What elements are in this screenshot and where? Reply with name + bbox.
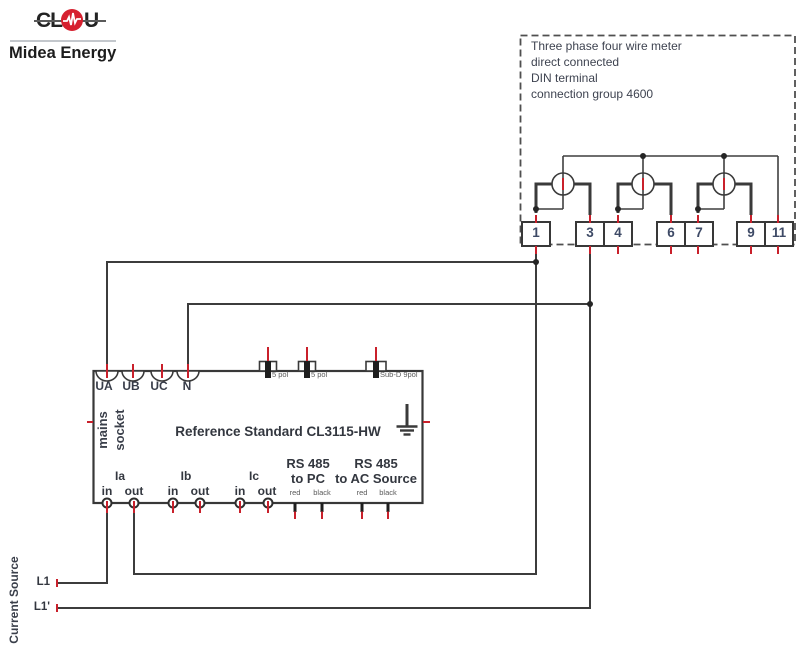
- connector-label-5pol-1: 5 pol: [272, 370, 289, 379]
- meter-terminal-7: 7: [695, 225, 703, 240]
- brand-name: Midea Energy: [9, 44, 117, 62]
- channel-ib-in: in: [167, 484, 179, 498]
- company-logo: CL U: [34, 8, 106, 36]
- reference-standard-title: Reference Standard CL3115-HW: [175, 424, 381, 439]
- voltage-terminal-uc: UC: [150, 379, 168, 393]
- current-source-label: Current Source: [7, 556, 21, 644]
- voltage-terminal-n: N: [182, 379, 192, 393]
- meter-terminal-6: 6: [667, 225, 675, 240]
- reference-standard-box: [92, 369, 424, 505]
- brand-separator: [10, 40, 116, 42]
- channel-ia-label: Ia: [114, 469, 125, 483]
- terminal-tick-marks: [56, 178, 779, 612]
- meter-description-line: direct connected: [531, 55, 620, 69]
- channel-ic-in: in: [234, 484, 246, 498]
- meter-terminal-1: 1: [532, 225, 540, 240]
- meter-terminal-9: 9: [747, 225, 755, 240]
- channel-ic-label: Ic: [248, 469, 259, 483]
- channel-ic-out: out: [257, 484, 277, 498]
- meter-terminal-3: 3: [586, 225, 594, 240]
- meter-description-line: connection group 4600: [531, 87, 654, 101]
- connector-label-subd: Sub-D 9pol: [380, 370, 418, 379]
- heartbeat-icon: [63, 12, 81, 26]
- junction-dots: [533, 153, 727, 307]
- rs485-pc-title: RS 485: [286, 456, 330, 471]
- external-wires: [57, 253, 591, 609]
- rs485-pc-red: red: [289, 488, 301, 497]
- connector-label-5pol-2: 5 pol: [311, 370, 328, 379]
- rs485-pc-target: to PC: [291, 471, 325, 486]
- rs485-acsrc-black: black: [379, 488, 397, 497]
- rs485-acsrc-red: red: [356, 488, 368, 497]
- meter-terminal-11: 11: [771, 225, 787, 240]
- channel-ib-out: out: [190, 484, 210, 498]
- mains-socket-label: mains socket: [95, 409, 127, 451]
- rs485-acsrc-title: RS 485: [354, 456, 398, 471]
- channel-ia-in: in: [101, 484, 113, 498]
- line-l1-prime-label: L1': [33, 601, 50, 613]
- meter-terminal-boxes: [521, 221, 794, 247]
- voltage-terminal-ua: UA: [95, 379, 113, 393]
- top-connector-pins: [265, 361, 379, 378]
- rs485-stubs: [293, 503, 390, 512]
- line-l1-label: L1: [36, 576, 50, 588]
- meter-description-line: Three phase four wire meter: [531, 39, 682, 53]
- meter-description: Three phase four wire meter direct conne…: [531, 38, 781, 102]
- meter-current-wires: [534, 182, 753, 215]
- meter-element-circles: [551, 172, 736, 196]
- voltage-socket-arcs: [95, 370, 200, 382]
- rs485-pc-black: black: [313, 488, 331, 497]
- channel-ia-out: out: [124, 484, 144, 498]
- channel-ib-label: Ib: [180, 469, 192, 483]
- rs485-acsrc-target: to AC Source: [335, 471, 417, 486]
- meter-terminal-4: 4: [614, 225, 622, 240]
- meter-description-line: DIN terminal: [531, 71, 598, 85]
- voltage-terminal-ub: UB: [122, 379, 140, 393]
- ground-icon: [396, 404, 418, 436]
